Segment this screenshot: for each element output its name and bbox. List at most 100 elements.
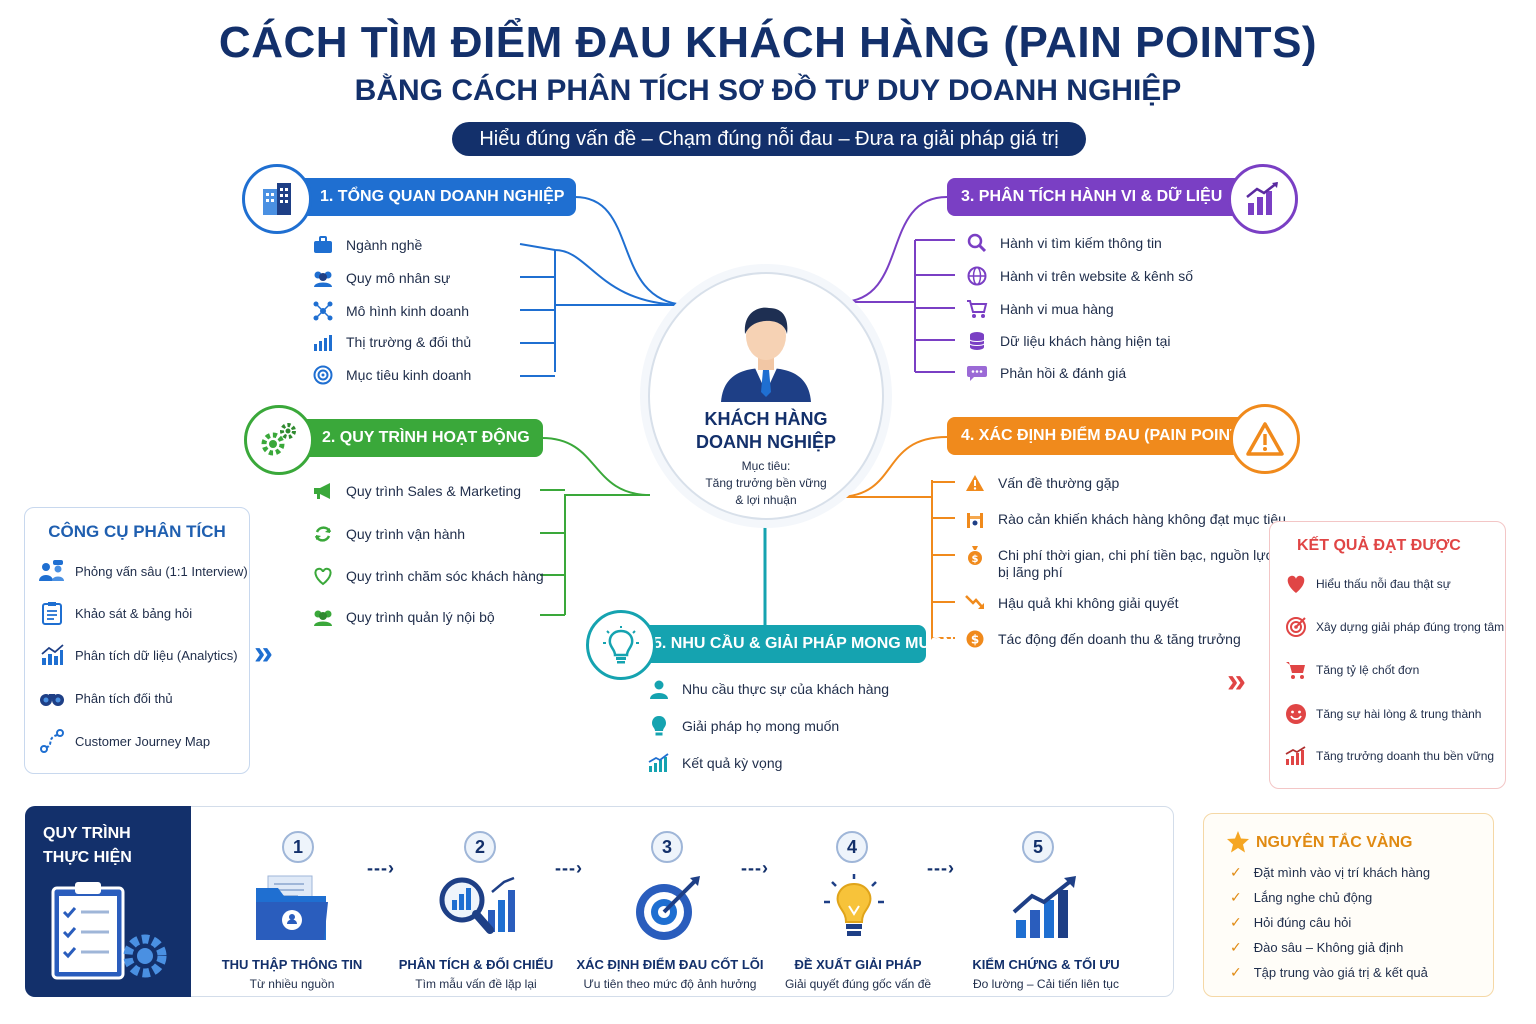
magnifier-chart-icon [438,874,518,949]
branch-5-item: Giải pháp họ mong muốn [648,715,839,737]
golden-rule-item: ✓Tập trung vào giá trị & kết quả [1230,964,1428,980]
branch-1-item: Quy mô nhân sự [312,267,450,289]
cart-icon [966,298,988,320]
page-subtitle: BẰNG CÁCH PHÂN TÍCH SƠ ĐỒ TƯ DUY DOANH N… [354,74,1182,107]
step-arrow-icon: ---› [741,858,769,878]
branch-2-item: Quy trình Sales & Marketing [312,480,521,502]
golden-rule-item: ✓Hỏi đúng câu hỏi [1230,914,1352,930]
alert-triangle-icon [964,472,986,494]
cycle-icon [312,523,334,545]
team-icon [312,606,334,628]
branch-3-item: Dữ liệu khách hàng hiện tại [966,330,1170,352]
branch-2-label: 2. QUY TRÌNH HOẠT ĐỘNG [298,419,543,457]
warning-icon [1230,404,1300,474]
barrier-icon [964,508,986,530]
step-4-subtitle: Giải quyết đúng gốc vấn đề [784,977,932,991]
step-5-subtitle: Đo lường – Cải tiến liên tục [973,977,1119,991]
step-3-title: XÁC ĐỊNH ĐIỂM ĐAU CỐT LÕI [576,957,764,972]
branch-2-item: Quy trình vận hành [312,523,465,545]
step-1-subtitle: Từ nhiều nguồn [249,977,335,991]
tagline-banner: Hiểu đúng vấn đề – Chạm đúng nỗi đau – Đ… [452,122,1086,156]
step-arrow-icon: ---› [555,858,583,878]
check-icon: ✓ [1230,939,1242,955]
results-item: Tăng tỷ lệ chốt đơn [1284,658,1419,682]
branch-4-item: Rào cản khiến khách hàng không đạt mục t… [964,508,1286,530]
folder-icon [254,874,330,949]
growth-chart-icon [1010,874,1082,947]
branch-1-item: Thị trường & đối thủ [312,331,471,353]
bulb-small-icon [648,715,670,737]
center-title: KHÁCH HÀNG DOANH NGHIỆP [695,409,836,452]
branch-3-item: Hành vi tìm kiếm thông tin [966,232,1162,254]
search-icon [966,232,988,254]
center-node: KHÁCH HÀNG DOANH NGHIỆP Mục tiêu: Tăng t… [648,272,884,520]
branch-4-item-cont: bị lãng phí [998,564,1063,580]
step-arrow-icon: ---› [367,858,395,878]
step-4-number: 4 [836,831,868,863]
process-panel [25,806,1174,997]
step-3-subtitle: Ưu tiên theo mức độ ảnh hưởng [583,977,757,991]
branch-4-item: $Tác động đến doanh thu & tăng trưởng [964,628,1241,650]
results-card: KẾT QUẢ ĐẠT ĐƯỢC Hiểu thấu nỗi đau thật … [1269,521,1506,789]
tools-item: Phỏng vấn sâu (1:1 Interview) [39,558,248,584]
tools-item: Phân tích đối thủ [39,685,173,711]
process-title: QUY TRÌNH THỰC HIỆN [43,825,132,866]
lightbulb-icon [586,610,656,680]
branch-5-item: Nhu cầu thực sự của khách hàng [648,678,889,700]
process-side-panel: QUY TRÌNH THỰC HIỆN [25,806,191,997]
checklist-icon [47,880,171,989]
lightbulb-icon [822,872,886,949]
branch-5-item: Kết quả kỳ vọng [648,752,782,774]
analytics-icon [39,642,65,668]
cart-icon [1284,658,1308,682]
branch-2-item: Quy trình quản lý nội bộ [312,606,495,628]
bullseye-icon [632,874,704,949]
branch-2-item: Quy trình chăm sóc khách hàng [312,565,544,587]
interview-icon [39,558,65,584]
golden-rule-item: ✓Đặt mình vào vị trí khách hàng [1230,864,1431,880]
step-2-number: 2 [464,831,496,863]
center-goal: Mục tiêu: Tăng trưởng bền vững & lợi nhu… [705,459,827,507]
step-5-title: KIỂM CHỨNG & TỐI ƯU [972,957,1120,972]
branch-1-item: Ngành nghề [312,234,422,256]
growth-chart-icon [1284,744,1308,768]
care-heart-icon [312,565,334,587]
branch-4-item: Hậu quả khi không giải quyết [964,592,1179,614]
journey-map-icon [39,728,65,754]
step-4-title: ĐỀ XUẤT GIẢI PHÁP [794,957,922,972]
clipboard-icon [39,600,65,626]
tools-item: Phân tích dữ liệu (Analytics) [39,642,238,668]
megaphone-icon [312,480,334,502]
branch-1-label: 1. TỔNG QUAN DOANH NGHIỆP [296,178,576,216]
money-bag-icon: $ [964,544,986,566]
results-item: Tăng sự hài lòng & trung thành [1284,702,1481,726]
step-1-number: 1 [282,831,314,863]
growth-chart-icon [648,752,670,774]
branch-3-item: Hành vi mua hàng [966,298,1114,320]
branch-3-label: 3. PHÂN TÍCH HÀNH VI & DỮ LIỆU [947,178,1247,216]
gears-icon [244,405,314,475]
tools-item: Customer Journey Map [39,728,210,754]
step-3-number: 3 [651,831,683,863]
building-icon [242,164,312,234]
check-icon: ✓ [1230,914,1242,930]
smile-icon [1284,702,1308,726]
results-item: Xây dựng giải pháp đúng trọng tâm [1284,615,1504,639]
coin-icon: $ [964,628,986,650]
step-1-title: THU THẬP THÔNG TIN [221,957,363,972]
chevron-right-icon: » [254,634,273,672]
svg-text:$: $ [971,633,979,647]
branch-4-item: Vấn đề thường gặp [964,472,1119,494]
globe-icon [966,265,988,287]
check-icon: ✓ [1230,889,1242,905]
star-icon [1226,830,1250,859]
tools-title: CÔNG CỤ PHÂN TÍCH [48,522,226,541]
heart-icon [1284,572,1308,596]
trend-down-icon [964,592,986,614]
tools-card: CÔNG CỤ PHÂN TÍCH Phỏng vấn sâu (1:1 Int… [24,507,250,774]
network-icon [312,300,334,322]
binoculars-icon [39,685,65,711]
step-5-number: 5 [1022,831,1054,863]
golden-rule-item: ✓Lắng nghe chủ động [1230,889,1373,905]
